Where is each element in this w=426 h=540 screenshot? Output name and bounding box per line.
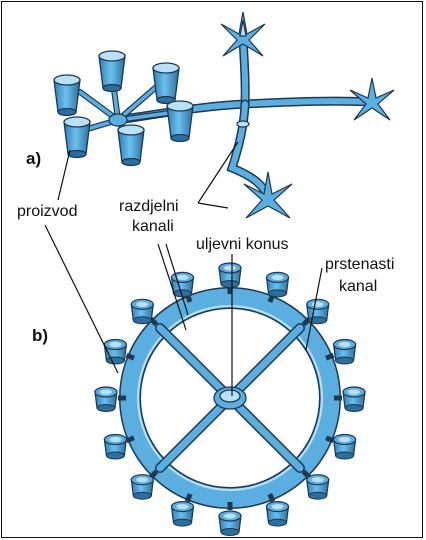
ring-gate: [270, 494, 273, 501]
ring-gate: [127, 355, 134, 358]
ring-cup: [131, 299, 153, 324]
ring-cup: [334, 435, 356, 460]
ring-cup: [219, 263, 241, 288]
proizvod-label: proizvod: [17, 203, 77, 221]
prstenasti-label: prstenasti: [325, 256, 394, 274]
ring-cup: [104, 435, 126, 460]
part-b-label: b): [32, 327, 48, 345]
ring-cup: [343, 387, 365, 412]
ring-cup: [131, 475, 153, 500]
ring-gate: [326, 355, 333, 358]
ring-runner-b: [130, 298, 330, 498]
uljevni-konus-label: uljevni konus: [196, 236, 289, 254]
ring-cup: [172, 502, 194, 526]
ring-cup: [307, 299, 329, 324]
kanali-label: kanali: [132, 218, 174, 236]
ring-gate: [187, 494, 190, 501]
ring-cup: [219, 511, 241, 536]
ring-cup: [267, 272, 289, 297]
ring-gate: [127, 438, 134, 441]
ring-gate: [326, 438, 333, 441]
ring-cup: [172, 272, 194, 297]
leader-proizvod-b: [45, 225, 118, 373]
ring-cup: [267, 502, 289, 526]
product-cups-a: [54, 51, 193, 166]
leader-razdjelni-a: [198, 203, 228, 208]
ring-cup: [334, 340, 356, 365]
part-a-label: a): [26, 150, 41, 168]
kanal-label: kanal: [339, 278, 377, 296]
leader-proizvod-a: [58, 150, 70, 200]
ring-cup: [95, 387, 117, 412]
ring-cup: [307, 475, 329, 500]
razdjelni-label: razdjelni: [119, 198, 179, 216]
